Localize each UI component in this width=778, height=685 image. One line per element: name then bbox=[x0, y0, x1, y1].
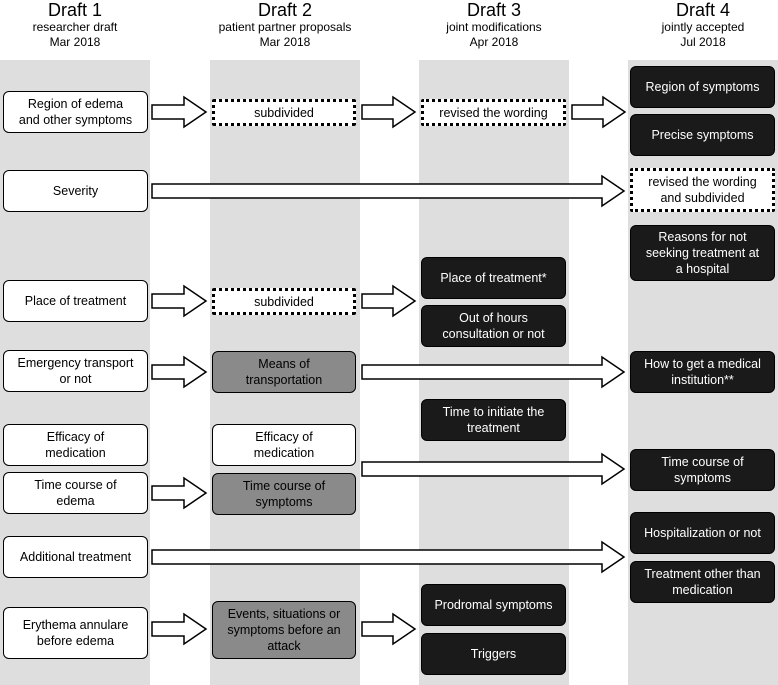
draft1-date: Mar 2018 bbox=[49, 35, 101, 49]
draft1-subtitle: researcher draft bbox=[32, 20, 118, 34]
arrow-d2-transport-to-d4 bbox=[361, 355, 626, 389]
d2-events-before-attack: Events, situations or symptoms before an… bbox=[212, 601, 356, 659]
draft2-date: Mar 2018 bbox=[259, 35, 311, 49]
d2-subdivided-region: subdivided bbox=[212, 99, 356, 126]
draft1-header: Draft 1 researcher draft Mar 2018 bbox=[0, 0, 155, 50]
arrow-d2-time-course-to-d4 bbox=[361, 452, 626, 486]
d3-place-of-treatment: Place of treatment* bbox=[421, 257, 566, 299]
draft4-date: Jul 2018 bbox=[680, 35, 726, 49]
d4-revised-and-subdivided: revised the wording and subdivided bbox=[630, 168, 775, 212]
d4-how-to-get-institution: How to get a medical institution** bbox=[630, 351, 775, 393]
arrow-erythema-to-d2 bbox=[151, 612, 208, 646]
draft3-title: Draft 3 bbox=[466, 0, 522, 20]
d1-time-course-of-edema: Time course of edema bbox=[3, 472, 148, 514]
draft3-subtitle: joint modifications bbox=[446, 20, 542, 34]
draft4-title: Draft 4 bbox=[675, 0, 731, 20]
d3-triggers: Triggers bbox=[421, 633, 566, 675]
d1-place-of-treatment: Place of treatment bbox=[3, 280, 148, 322]
d4-region-of-symptoms: Region of symptoms bbox=[630, 66, 775, 108]
d4-hospitalization: Hospitalization or not bbox=[630, 512, 775, 554]
arrow-place-to-d2 bbox=[151, 284, 208, 318]
d1-emergency-transport: Emergency transport or not bbox=[3, 350, 148, 392]
d2-subdivided-place: subdivided bbox=[212, 288, 356, 315]
d1-erythema-annulare: Erythema annulare before edema bbox=[3, 607, 148, 659]
d3-prodromal-symptoms: Prodromal symptoms bbox=[421, 584, 566, 626]
draft3-header: Draft 3 joint modifications Apr 2018 bbox=[414, 0, 574, 50]
arrow-time-course-to-d2 bbox=[151, 476, 208, 510]
d3-time-to-initiate: Time to initiate the treatment bbox=[421, 399, 566, 441]
d4-time-course-of-symptoms: Time course of symptoms bbox=[630, 449, 775, 491]
d4-reasons-not-seeking: Reasons for not seeking treatment at a h… bbox=[630, 225, 775, 281]
d2-means-of-transportation: Means of transportation bbox=[212, 351, 356, 393]
arrow-d2-region-to-d3 bbox=[361, 95, 417, 129]
arrow-d3-region-to-d4 bbox=[571, 95, 627, 129]
d1-severity: Severity bbox=[3, 170, 148, 212]
d4-treatment-other: Treatment other than medication bbox=[630, 561, 775, 603]
draft4-subtitle: jointly accepted bbox=[661, 20, 745, 34]
draft4-header: Draft 4 jointly accepted Jul 2018 bbox=[623, 0, 778, 50]
d1-additional-treatment: Additional treatment bbox=[3, 536, 148, 578]
arrow-d1-region-to-d2 bbox=[151, 95, 208, 129]
d2-efficacy-of-medication: Efficacy of medication bbox=[212, 424, 356, 466]
arrow-additional-to-d4 bbox=[151, 540, 626, 574]
arrow-severity-to-d4 bbox=[151, 174, 626, 208]
draft2-header: Draft 2 patient partner proposals Mar 20… bbox=[205, 0, 365, 50]
draft1-title: Draft 1 bbox=[47, 0, 103, 20]
d4-precise-symptoms: Precise symptoms bbox=[630, 114, 775, 156]
d3-revised-wording: revised the wording bbox=[421, 99, 566, 126]
d1-efficacy-of-medication: Efficacy of medication bbox=[3, 424, 148, 466]
draft2-title: Draft 2 bbox=[257, 0, 313, 20]
arrow-d2-events-to-d3 bbox=[361, 612, 417, 646]
arrow-d2-place-to-d3 bbox=[361, 284, 417, 318]
d3-out-of-hours: Out of hours consultation or not bbox=[421, 305, 566, 347]
d1-region-of-edema: Region of edema and other symptoms bbox=[3, 91, 148, 133]
draft2-subtitle: patient partner proposals bbox=[218, 20, 352, 34]
draft3-date: Apr 2018 bbox=[469, 35, 519, 49]
arrow-transport-to-d2 bbox=[151, 355, 208, 389]
d2-time-course-of-symptoms: Time course of symptoms bbox=[212, 473, 356, 515]
